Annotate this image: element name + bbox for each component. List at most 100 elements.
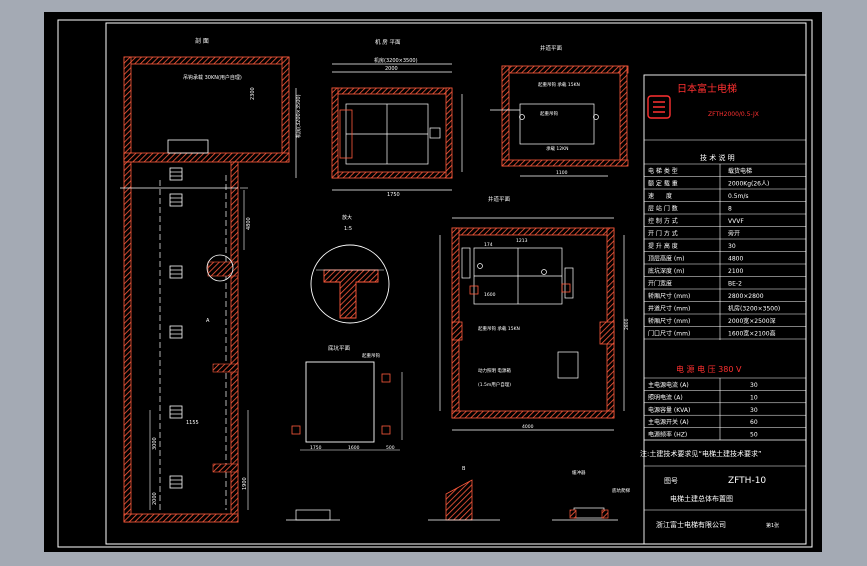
machine-room-plan: 机 房 平面 机房(3200×3500) 2000 1750 机房(3200×3… (295, 38, 463, 198)
dim-3200: 机房(3200×3500) (295, 94, 302, 138)
power-row-label: 主电源开关 (A) (648, 418, 689, 426)
power-spec-table: 主电源电流 (A) 30 照明电流 (A) 10 电源容量 (KVA) 30 主电源开关 (… (644, 381, 806, 441)
pit-anchor-label: 起重吊钩 (362, 352, 380, 359)
outer-frame (57, 19, 813, 548)
tech-row-value: 2000宽×2500深 (728, 317, 776, 325)
dim-1213: 1213 (516, 238, 528, 244)
power-header: 电 源 电 压 380 V (676, 364, 742, 374)
tech-row-label: 轿厢尺寸 (mm) (648, 292, 690, 300)
power-row-label: 电源频率 (HZ) (648, 431, 687, 439)
power-row-label: 主电源电流 (A) (648, 381, 689, 389)
section-title: 剖 面 (195, 37, 209, 45)
machine-room-side-plan: 井道平面 起重吊钩 承载 15KN 起重吊钩 承载 12KN 1100 (490, 44, 629, 177)
tech-header: 技 术 说 明 (700, 153, 735, 162)
tech-row-value: 0.5m/s (728, 193, 749, 200)
tech-row-value: 2100 (728, 268, 743, 275)
tech-row-value: 1600宽×2100高 (728, 330, 776, 338)
dim-2000-a: 2000 (152, 492, 158, 505)
detail-callout-circle (206, 254, 234, 282)
tech-row-value: BE-2 (728, 281, 742, 288)
tech-row-value: 30 (728, 243, 736, 250)
dim-3000: 3000 (152, 437, 158, 450)
drawing-canvas (44, 12, 822, 552)
tech-row-value: 8 (728, 206, 732, 213)
detail-scale: 1:5 (344, 226, 352, 232)
power-row-value: 30 (750, 407, 758, 414)
buffer-label: 缓冲器 (572, 469, 586, 476)
company-logo-icon (647, 95, 671, 119)
power-row-value: 10 (750, 394, 758, 401)
tech-row-value: 载货电梯 (728, 167, 752, 175)
dim-1900: 1900 (242, 477, 248, 490)
drawing-number: ZFTH-10 (728, 476, 766, 486)
label-b: B (462, 466, 466, 472)
power-row-label: 照明电流 (A) (648, 393, 683, 401)
tech-row-label: 控 制 方 式 (648, 217, 678, 225)
dim-2300-a: 2300 (250, 87, 256, 100)
tech-row-value: VVVF (728, 218, 744, 225)
tech-row-value: 4800 (728, 256, 743, 263)
drawing-title: 电梯土建总体布置图 (670, 494, 733, 503)
detail-title: 放大 (342, 214, 352, 221)
tech-row-label: 速 度 (648, 192, 672, 200)
label-a: A (206, 318, 210, 324)
tech-row-label: 顶层高度 (m) (648, 255, 684, 263)
hoistway-plan: 井道平面 1213 174 1600 起重吊钩 承载 15KN 动力照明 电源箱… (439, 195, 630, 431)
title-block: 日本富士电梯 ZFTH2000/0.5-JX 技 术 说 明 电 梯 类 型 载货… (640, 74, 807, 545)
dim-174: 174 (484, 242, 493, 248)
power-row-value: 30 (750, 382, 758, 389)
tech-row-value: 机房(3200×3500) (728, 305, 780, 313)
side-plan-load: 承载 12KN (546, 145, 568, 152)
tech-row-label: 门口尺寸 (mm) (648, 330, 690, 338)
power-row-value: 50 (750, 432, 758, 439)
enlarged-detail: 放大 1:5 (310, 214, 390, 324)
dim-1750-b: 1750 (310, 445, 322, 451)
dim-1600-c: 1600 (348, 445, 360, 451)
tech-row-label: 井道尺寸 (mm) (648, 305, 690, 313)
pit-ladder: 底坑爬梯 (612, 487, 630, 494)
civil-note: 注:土建技术要求见“电梯土建技术要求” (640, 449, 762, 458)
tech-row-label: 提 升 高 度 (648, 242, 678, 250)
tech-row-label: 开门宽度 (648, 280, 672, 288)
dim-1100: 1100 (556, 170, 568, 176)
hook-note: 吊钩承载 30KN(用户自理) (183, 74, 242, 81)
dim-1155: 1155 (186, 420, 199, 426)
dim-3500: 机房(3200×3500) (374, 57, 418, 64)
dim-4000: 4000 (522, 424, 534, 430)
elevator-section-view: 剖 面 吊钩承载 30KN(用户自理) 2300 (120, 37, 290, 523)
tech-row-label: 开 门 方 式 (648, 230, 678, 238)
pit-plan-title: 底坑平面 (328, 344, 351, 352)
power-row-value: 60 (750, 419, 758, 426)
dim-1600-b: 1600 (484, 292, 496, 298)
tech-row-value: 旁开 (728, 230, 740, 238)
power-note: 动力照明 电源箱 (478, 367, 511, 374)
dim-2800: 2800 (624, 318, 630, 330)
tech-row-label: 额 定 载 重 (648, 180, 678, 188)
dim-500: 500 (386, 445, 395, 451)
side-plan-hook-note: 起重吊钩 承载 15KN (538, 81, 580, 88)
company-brand: 日本富士电梯 (677, 82, 737, 95)
drawing-no-label: 图号 (664, 477, 678, 485)
sheet-number: 第1张 (766, 522, 779, 529)
hoistway-plan-title: 井道平面 (488, 195, 511, 203)
side-plan-anchor: 起重吊钩 (540, 110, 558, 117)
pit-plan: 底坑平面 起重吊钩 1750 1600 500 (286, 344, 403, 521)
tech-row-label: 轿厢尺寸 (mm) (648, 317, 690, 325)
tech-row-value: 2000Kg(26人) (728, 181, 769, 188)
dim-1750: 1750 (387, 192, 400, 198)
power-note-2: (1.5m用户自理) (478, 381, 511, 388)
company-name: 浙江富士电梯有限公司 (656, 520, 726, 529)
tech-row-label: 电 梯 类 型 (648, 167, 678, 175)
tech-row-label: 层 站 门 数 (648, 205, 678, 213)
dim-2000-b: 2000 (385, 66, 398, 72)
machine-room-plan-title: 机 房 平面 (375, 38, 401, 46)
side-plan-title: 井道平面 (540, 44, 563, 52)
power-row-label: 电源容量 (KVA) (648, 406, 690, 414)
tech-row-value: 2800×2800 (728, 293, 764, 300)
model-number: ZFTH2000/0.5-JX (708, 111, 759, 118)
hoistway-hook: 起重吊钩 承载 15KN (478, 325, 520, 332)
bottom-details: B 缓冲器 底坑爬梯 (428, 466, 630, 521)
